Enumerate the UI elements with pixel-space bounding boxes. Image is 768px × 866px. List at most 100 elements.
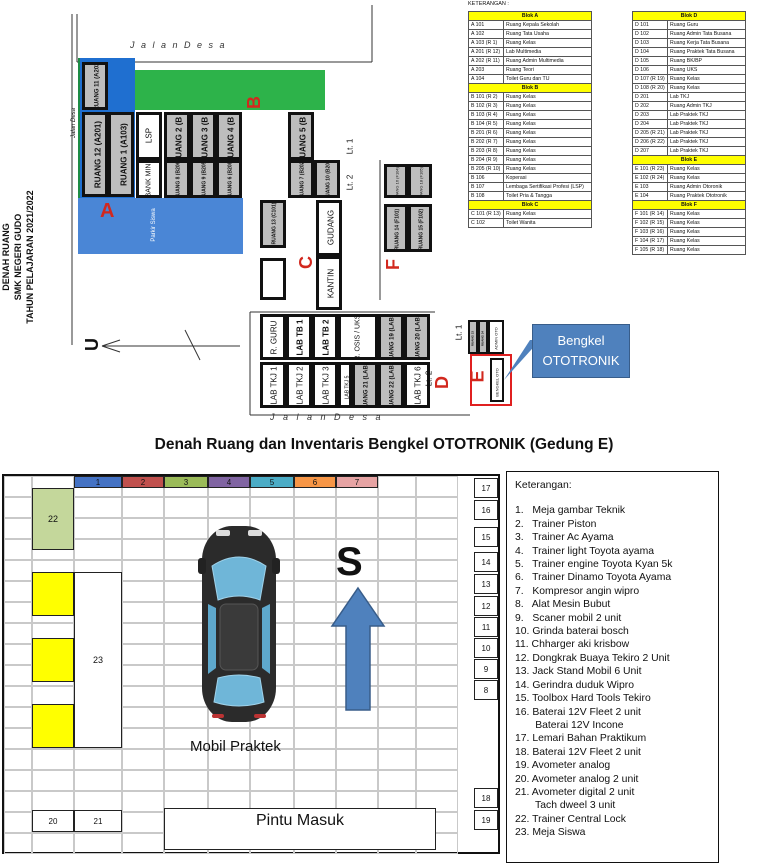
room-admin-oto[interactable]: ADMIN OTO	[488, 320, 504, 354]
room-13[interactable]: RUANG 13 (C101)	[260, 200, 286, 248]
yellow-block-2[interactable]	[32, 638, 74, 682]
room-8[interactable]: RUANG 8 (B206)	[164, 160, 190, 198]
room-9[interactable]: RUANG 9 (B205)	[190, 160, 216, 198]
room-23[interactable]: RUANG 23	[468, 320, 478, 354]
grid-cell	[74, 539, 122, 560]
room-5[interactable]: RUANG 5 (B 104)	[288, 112, 314, 160]
equipment-slot-11[interactable]: 11	[474, 617, 498, 637]
room-lab-tkj-5[interactable]: LAB TKJ 5	[338, 362, 352, 408]
equipment-slot-9[interactable]: 9	[474, 659, 498, 679]
equipment-slot-17[interactable]: 17	[474, 478, 498, 498]
room-lab-tb-2[interactable]: LAB TB 2	[312, 314, 338, 360]
equipment-slot-18[interactable]: 18	[474, 788, 498, 808]
room-uks[interactable]: R. OSIS / UKS / PASKIB	[338, 314, 378, 360]
room-14[interactable]: RUANG 14 (F101)	[384, 204, 408, 252]
grid-cell	[74, 791, 122, 812]
cell-22[interactable]: 22	[32, 488, 74, 550]
key-left-row: B 104 (R 5)Ruang Kelas	[468, 119, 592, 129]
room-bank[interactable]: BANK MINI	[136, 160, 162, 198]
block-b-area	[135, 70, 325, 110]
key-right-code: D 206 (R 22)	[632, 137, 668, 147]
room-lsp[interactable]: LSP	[136, 112, 162, 160]
key-left-code: A 102	[468, 29, 504, 39]
key-right-row: D 108 (R 20)Ruang Kelas	[632, 83, 746, 93]
room-3-label: RUANG 3 (B 102)	[200, 112, 210, 160]
grid-cell	[416, 749, 458, 770]
grid-cell	[250, 749, 294, 770]
column-header-6[interactable]: 6	[294, 476, 336, 488]
room-10[interactable]: RUANG 10 (B201)	[314, 160, 340, 198]
room-16[interactable]: RUANG 16 (F104)	[384, 164, 408, 198]
room-7[interactable]: RUANG 7 (B202)	[288, 160, 314, 198]
room-2[interactable]: RUANG 2 (B 101)	[164, 112, 190, 160]
legend-item: 6. Trainer Dinamo Toyota Ayama	[515, 572, 672, 584]
cell-21[interactable]: 21	[74, 810, 122, 832]
equipment-slot-19[interactable]: 19	[474, 810, 498, 830]
key-left-code: A 202 (R 11)	[468, 56, 504, 66]
equipment-slot-8[interactable]: 8	[474, 680, 498, 700]
room-kantin[interactable]: KANTIN	[316, 256, 342, 310]
room-4[interactable]: RUANG 4 (B 103)	[216, 112, 242, 160]
column-header-4[interactable]: 4	[208, 476, 250, 488]
column-header-5[interactable]: 5	[250, 476, 294, 488]
key-right-desc: Ruang Kelas	[667, 218, 746, 228]
grid-cell	[294, 644, 336, 665]
room-11[interactable]: RUANG 11 (A202)	[82, 62, 108, 110]
room-24[interactable]: RUANG 24	[478, 320, 488, 354]
cell-23[interactable]: 23	[74, 572, 122, 748]
grid-cell	[336, 749, 378, 770]
key-left-code: A 104	[468, 74, 504, 84]
room-6[interactable]: RUANG 6 (B208)	[216, 160, 242, 198]
key-right-code: F 102 (R 15)	[632, 218, 668, 228]
key-right-code: E 102 (R 24)	[632, 173, 668, 183]
compass-label: U	[82, 338, 102, 351]
key-left-desc: Ruang Kelas	[503, 101, 592, 111]
grid-cell	[416, 707, 458, 728]
room-lab-tkj-3[interactable]: LAB TKJ 3	[312, 362, 338, 408]
room-20[interactable]: RUANG 20 (LAB TKJ 4)	[404, 314, 430, 360]
room-5-label: RUANG 5 (B 104)	[298, 112, 308, 160]
equipment-slot-16[interactable]: 16	[474, 500, 498, 520]
grid-cell	[294, 560, 336, 581]
room-3[interactable]: RUANG 3 (B 102)	[190, 112, 216, 160]
key-left-code: A 101	[468, 20, 504, 30]
column-header-3[interactable]: 3	[164, 476, 208, 488]
equipment-slot-15[interactable]: 15	[474, 527, 498, 547]
room-lab-tb-1[interactable]: LAB TB 1	[286, 314, 312, 360]
room-19[interactable]: RUANG 19 (LAB TKJ 4)	[378, 314, 404, 360]
room-22[interactable]: RUANG 22 (LAB TKJ 4)	[378, 362, 404, 408]
legend-item: 1. Meja gambar Teknik	[515, 505, 626, 517]
grid-cell	[122, 812, 164, 833]
room-gudang[interactable]: GUDANG	[316, 200, 342, 256]
room-lab-tkj-2[interactable]: LAB TKJ 2	[286, 362, 312, 408]
room-15[interactable]: RUANG 15 (F102)	[408, 204, 432, 252]
column-header-7[interactable]: 7	[336, 476, 378, 488]
key-right-desc: Ruang Kelas	[667, 83, 746, 93]
grid-cell	[32, 749, 74, 770]
door-area[interactable]	[164, 808, 436, 850]
room-lab-tkj-1[interactable]: LAB TKJ 1	[260, 362, 286, 408]
room-c-empty-1[interactable]	[260, 258, 286, 300]
key-left-code: B 202 (R 7)	[468, 137, 504, 147]
room-21[interactable]: RUANG 21 (LAB TKJ 4)	[352, 362, 378, 408]
legend-item: 16. Baterai 12V Fleet 2 unit	[515, 706, 641, 718]
yellow-block-3[interactable]	[32, 704, 74, 748]
room-2-label: RUANG 2 (B 101)	[174, 112, 184, 160]
equipment-slot-13[interactable]: 13	[474, 574, 498, 594]
column-header-1[interactable]: 1	[74, 476, 122, 488]
equipment-slot-10[interactable]: 10	[474, 638, 498, 658]
room-12[interactable]: RUANG 12 (A201)	[82, 112, 108, 197]
column-header-2[interactable]: 2	[122, 476, 164, 488]
room-bengkel-oto[interactable]: BENGKEL OTO	[490, 358, 504, 402]
equipment-slot-14[interactable]: 14	[474, 552, 498, 572]
cell-20[interactable]: 20	[32, 810, 74, 832]
equipment-slot-12[interactable]: 12	[474, 596, 498, 616]
room-18[interactable]: RUANG 18 (F105)	[408, 164, 432, 198]
room-1[interactable]: RUANG 1 (A103)	[108, 112, 134, 197]
room-lab-tkj-6[interactable]: LAB TKJ 6	[404, 362, 430, 408]
legend-item: 23. Meja Siswa	[515, 827, 586, 839]
yellow-block-1[interactable]	[32, 572, 74, 616]
room-guru[interactable]: R. GURU	[260, 314, 286, 360]
